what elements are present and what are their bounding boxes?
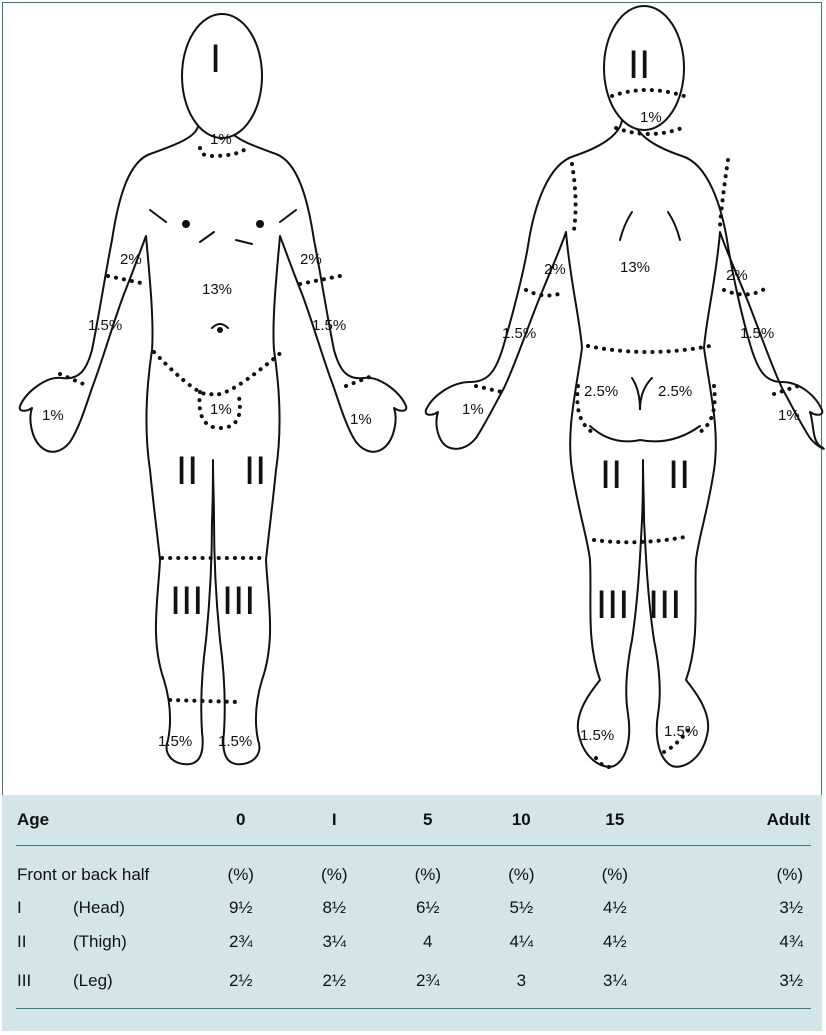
table-cell: 3¼ xyxy=(568,959,662,1009)
row-name: (Thigh) xyxy=(72,925,194,959)
back-pct-upper-arm-left: 2% xyxy=(544,261,566,278)
table-cell: 4½ xyxy=(568,925,662,959)
header-col: 15 xyxy=(568,795,662,846)
back-region-head: II xyxy=(628,43,650,87)
front-nipple-right xyxy=(256,220,264,228)
front-pct-hand-right: 1% xyxy=(350,411,372,428)
back-region-thigh-right: II xyxy=(668,453,690,497)
table-cell: 4¼ xyxy=(475,925,569,959)
header-col: 0 xyxy=(194,795,288,846)
front-navel-dot xyxy=(217,327,223,333)
front-pct-foot-right: 1.5% xyxy=(218,733,252,750)
front-pct-forearm-right: 1.5% xyxy=(312,317,346,334)
back-pct-buttock-right: 2.5% xyxy=(658,383,692,400)
table-header-row: Age 0 I 5 10 15 Adult xyxy=(16,795,811,846)
back-region-leg-right: III xyxy=(648,583,681,627)
table-cell: 2¾ xyxy=(194,925,288,959)
back-region-leg-left: III xyxy=(596,583,629,627)
table-cell: 6½ xyxy=(381,891,475,925)
table-cell: (%) xyxy=(475,846,569,892)
table-cell: 3½ xyxy=(662,891,811,925)
back-pct-upper-arm-right: 2% xyxy=(726,267,748,284)
front-region-thigh-right: II xyxy=(244,449,266,493)
table-cell: 9½ xyxy=(194,891,288,925)
header-col: 10 xyxy=(475,795,569,846)
table-cell: 3 xyxy=(475,959,569,1009)
back-pct-hand-left: 1% xyxy=(462,401,484,418)
table-cell: 3¼ xyxy=(288,925,382,959)
table-row: I (Head) 9½ 8½ 6½ 5½ 4½ 3½ xyxy=(16,891,811,925)
back-figure: II II II III III 1% 13% 2% 2% 1.5% 1.5% … xyxy=(426,6,824,767)
table-cell: 4¾ xyxy=(662,925,811,959)
table-cell: 4 xyxy=(381,925,475,959)
table-row: II (Thigh) 2¾ 3¼ 4 4¼ 4½ 4¾ xyxy=(16,925,811,959)
table-cell: (%) xyxy=(568,846,662,892)
back-pct-trunk: 13% xyxy=(620,259,650,276)
table-cell: 2¾ xyxy=(381,959,475,1009)
row-name: (Head) xyxy=(72,891,194,925)
front-pct-forearm-left: 1.5% xyxy=(88,317,122,334)
front-body-outline xyxy=(20,126,407,764)
row-region: III xyxy=(16,959,72,1009)
back-pct-buttock-left: 2.5% xyxy=(584,383,618,400)
back-region-thigh-left: II xyxy=(600,453,622,497)
back-pct-forearm-right: 1.5% xyxy=(740,325,774,342)
header-col: 5 xyxy=(381,795,475,846)
back-shoulder-right-line xyxy=(720,160,728,226)
front-region-leg-left: III xyxy=(170,579,203,623)
front-pct-trunk: 13% xyxy=(202,281,232,298)
front-pct-neck: 1% xyxy=(210,131,232,148)
row-name: (Leg) xyxy=(72,959,194,1009)
front-figure: I II II III III 1% 13% 2% 2% 1.5% 1.5% 1… xyxy=(20,14,407,764)
row-region: II xyxy=(16,925,72,959)
table-cell: 4½ xyxy=(568,891,662,925)
front-pct-foot-left: 1.5% xyxy=(158,733,192,750)
back-pct-hand-right: 1% xyxy=(778,407,800,424)
row-region: I xyxy=(16,891,72,925)
table-cell: 5½ xyxy=(475,891,569,925)
front-pct-hand-left: 1% xyxy=(42,407,64,424)
table-cell: (%) xyxy=(288,846,382,892)
front-head xyxy=(182,14,262,138)
table-cell: (%) xyxy=(194,846,288,892)
back-pct-foot-right: 1.5% xyxy=(664,723,698,740)
back-pct-forearm-left: 1.5% xyxy=(502,325,536,342)
table-row: III (Leg) 2½ 2½ 2¾ 3 3¼ 3½ xyxy=(16,959,811,1009)
front-region-head: I xyxy=(210,37,221,81)
back-pct-neck: 1% xyxy=(640,109,662,126)
header-age: Age xyxy=(16,795,194,846)
age-percentage-table: Age 0 I 5 10 15 Adult Front or back half… xyxy=(16,795,811,1009)
table-cell: (%) xyxy=(662,846,811,892)
table-cell: (%) xyxy=(381,846,475,892)
front-region-leg-right: III xyxy=(222,579,255,623)
front-region-thigh-left: II xyxy=(176,449,198,493)
header-col: Adult xyxy=(662,795,811,846)
front-pct-genitals: 1% xyxy=(210,401,232,418)
front-pct-upper-arm-left: 2% xyxy=(120,251,142,268)
back-pct-foot-left: 1.5% xyxy=(580,727,614,744)
unit-row-label: Front or back half xyxy=(16,846,194,892)
front-pct-upper-arm-right: 2% xyxy=(300,251,322,268)
table-cell: 3½ xyxy=(662,959,811,1009)
table-cell: 8½ xyxy=(288,891,382,925)
table-cell: 2½ xyxy=(194,959,288,1009)
age-percentage-table-panel: Age 0 I 5 10 15 Adult Front or back half… xyxy=(2,795,822,1031)
header-col: I xyxy=(288,795,382,846)
front-nipple-left xyxy=(182,220,190,228)
table-cell: 2½ xyxy=(288,959,382,1009)
back-body-outline xyxy=(426,120,824,767)
table-row: Front or back half (%) (%) (%) (%) (%) (… xyxy=(16,846,811,892)
body-surface-diagram: I II II III III 1% 13% 2% 2% 1.5% 1.5% 1… xyxy=(0,0,826,795)
